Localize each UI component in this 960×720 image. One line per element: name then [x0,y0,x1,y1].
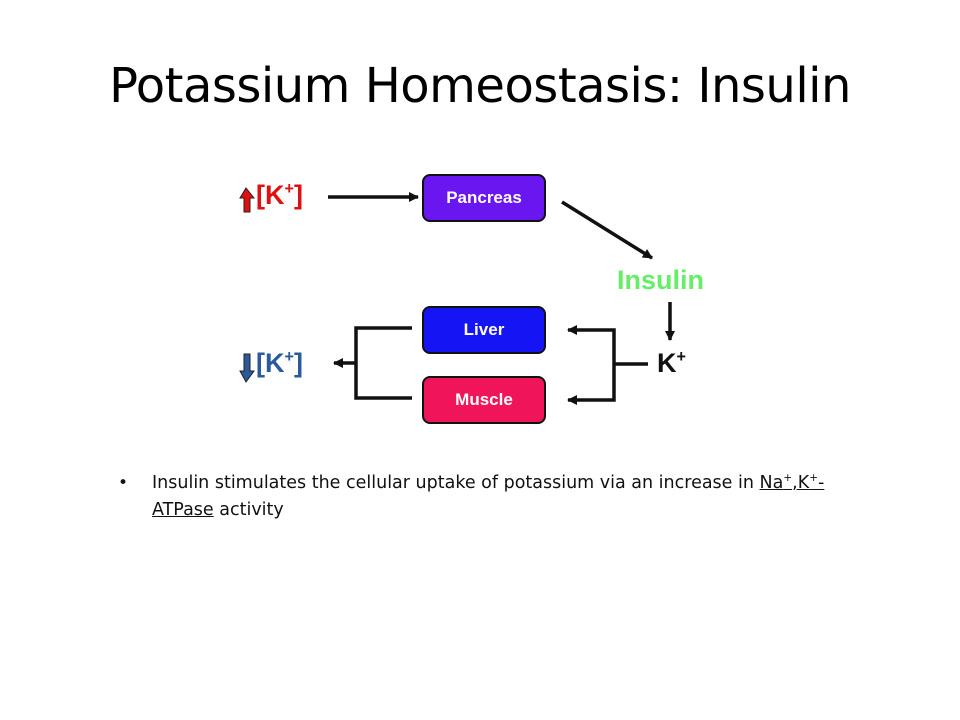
na-k-atpase-term: Na+,K+-ATPase [152,472,825,520]
insulin-label: Insulin [617,265,704,295]
k-decrease-label: [K+] [256,348,303,378]
muscle-node: Muscle [422,376,546,424]
down-arrow-icon [239,353,255,383]
pancreas-node: Pancreas [422,174,546,222]
arrow-pancreas-to-insulin [561,200,653,260]
arrow-k-to-liver [567,325,616,364]
liver-node: Liver [422,306,546,354]
up-arrow-icon [239,187,256,213]
k-increase-label: [K+] [256,180,303,210]
arrow-k-to-muscle [567,364,616,405]
bullet-dot: • [118,473,129,493]
pancreas-label: Pancreas [446,188,522,207]
liver-label: Liver [463,320,505,339]
slide-title: Potassium Homeostasis: Insulin [109,58,851,114]
bullet-item: Insulin stimulates the cellular uptake o… [152,472,825,520]
muscle-label: Muscle [455,390,513,409]
bracket-targets-to-low-k [354,326,412,400]
k-ion-label: K+ [657,348,686,378]
